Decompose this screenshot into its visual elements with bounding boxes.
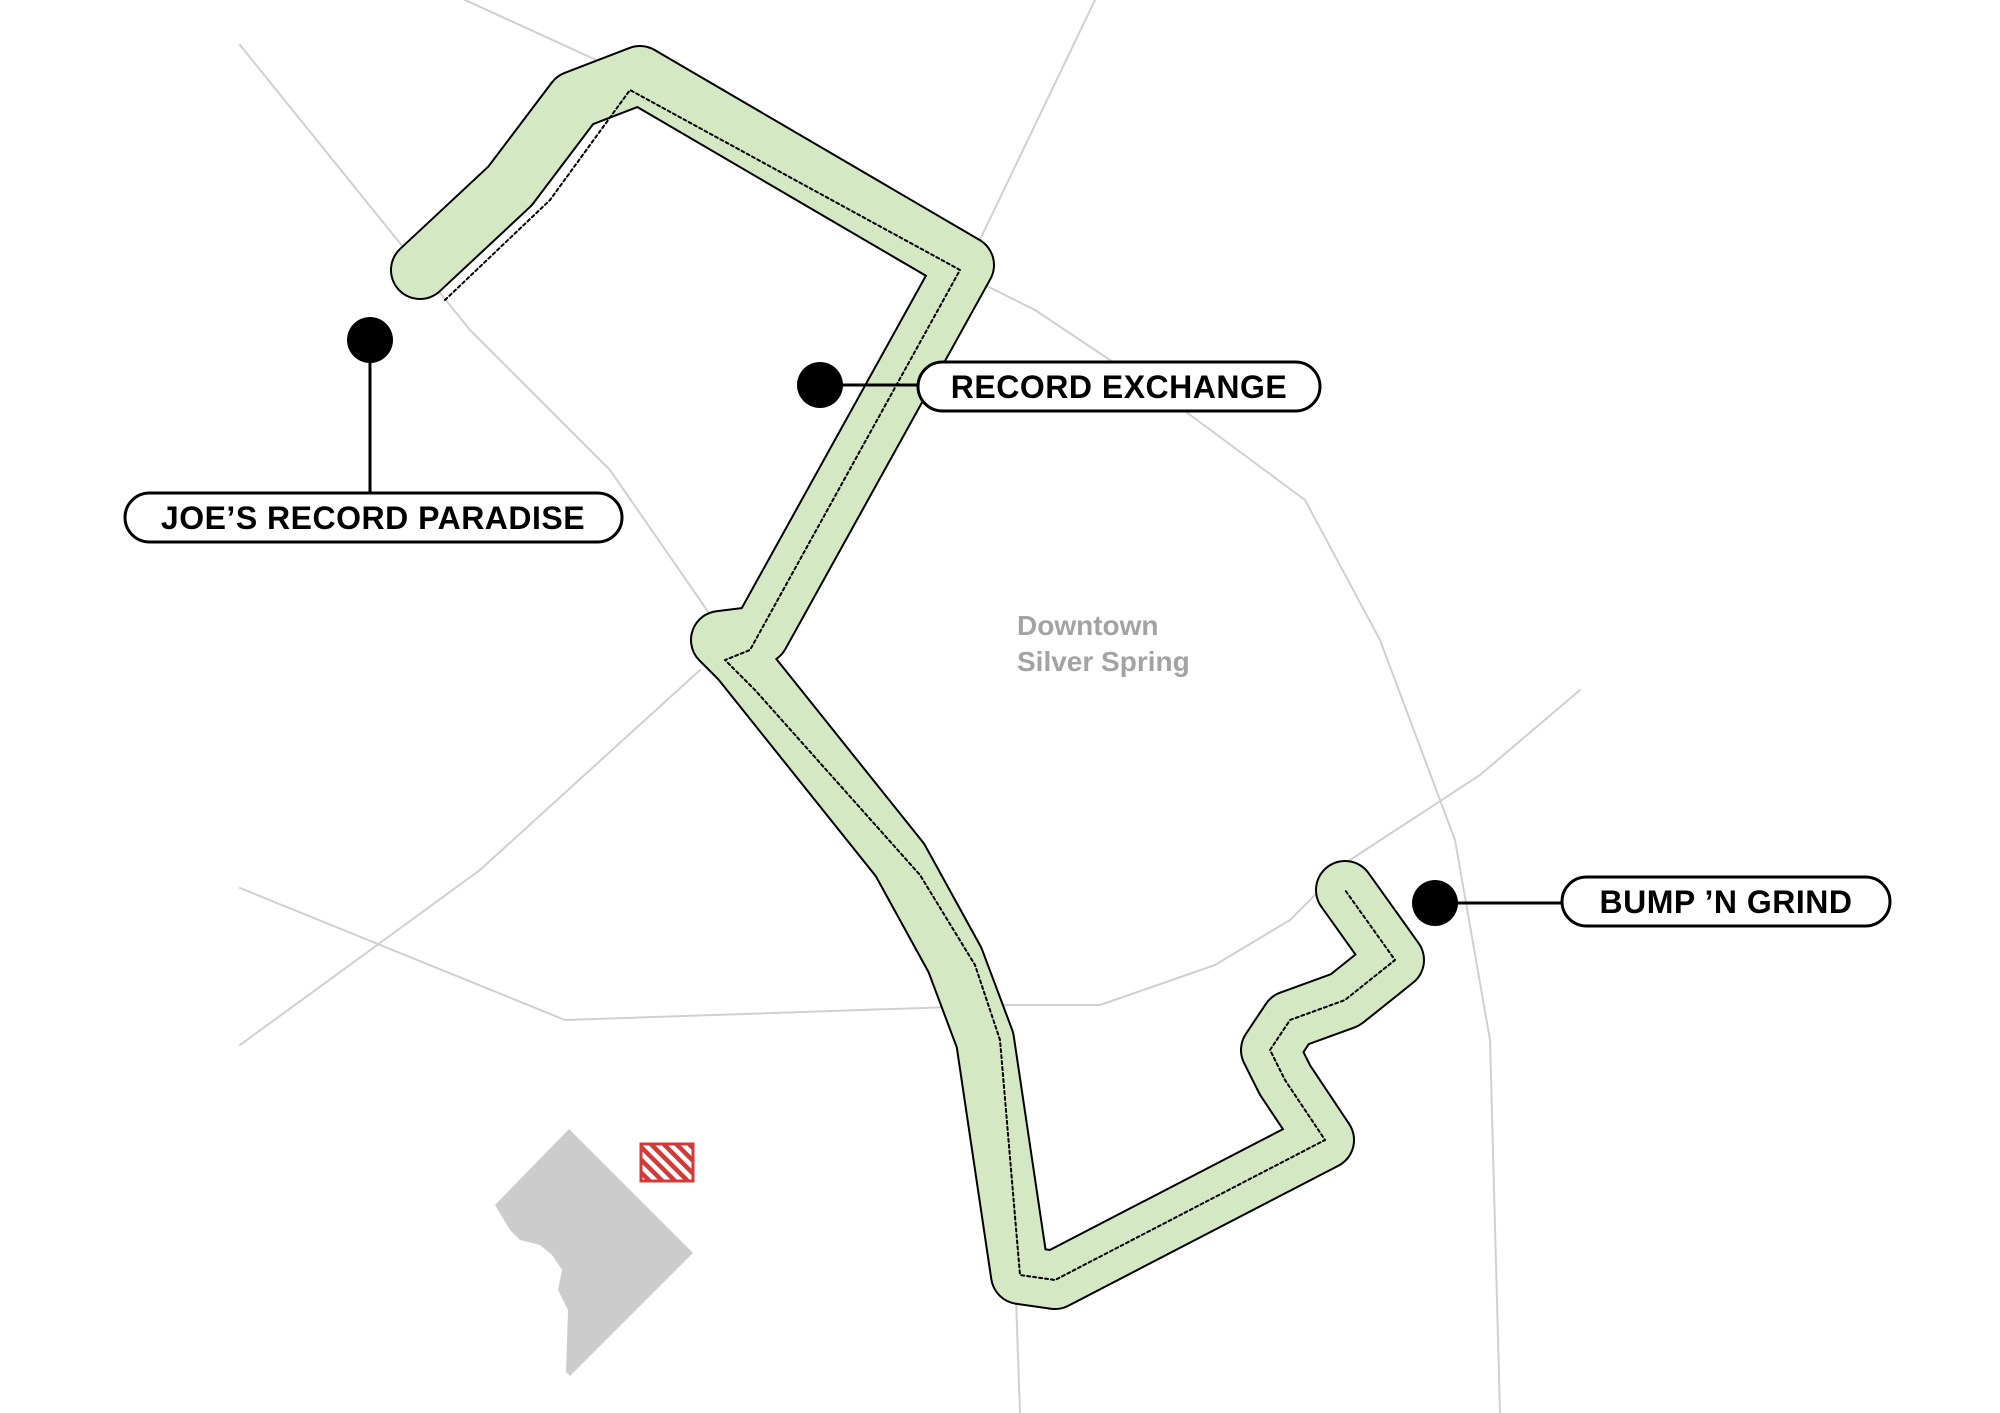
route-fill: [392, 47, 1423, 1308]
route: [390, 45, 1425, 1310]
road: [239, 669, 701, 1046]
store-callout-joes-record-paradise[interactable]: JOE’S RECORD PARADISE: [123, 317, 624, 544]
washington-dc-shape: [495, 1129, 693, 1376]
road: [1349, 689, 1581, 861]
road: [239, 44, 761, 691]
store-marker[interactable]: [1412, 880, 1458, 926]
store-callout-record-exchange[interactable]: RECORD EXCHANGE: [797, 360, 1322, 413]
store-marker[interactable]: [347, 317, 393, 363]
store-label-pill[interactable]: [916, 360, 1322, 413]
area-label: Silver Spring: [1017, 646, 1190, 677]
store-name: RECORD EXCHANGE: [951, 369, 1287, 405]
road: [239, 859, 1351, 1021]
route-centerline: [444, 89, 1396, 1281]
road: [974, 279, 1501, 1413]
area-label: Downtown: [1017, 610, 1159, 641]
locator-inset: [495, 1129, 695, 1376]
store-label-pill[interactable]: [1560, 875, 1892, 928]
store-name: JOE’S RECORD PARADISE: [161, 500, 585, 536]
store-label-pill[interactable]: [123, 491, 624, 544]
store-name: BUMP ’N GRIND: [1599, 884, 1852, 920]
store-marker[interactable]: [797, 362, 843, 408]
store-callout-bump-n-grind[interactable]: BUMP ’N GRIND: [1412, 875, 1892, 928]
hatched-square-icon: [639, 1142, 695, 1183]
road: [974, 0, 1096, 251]
